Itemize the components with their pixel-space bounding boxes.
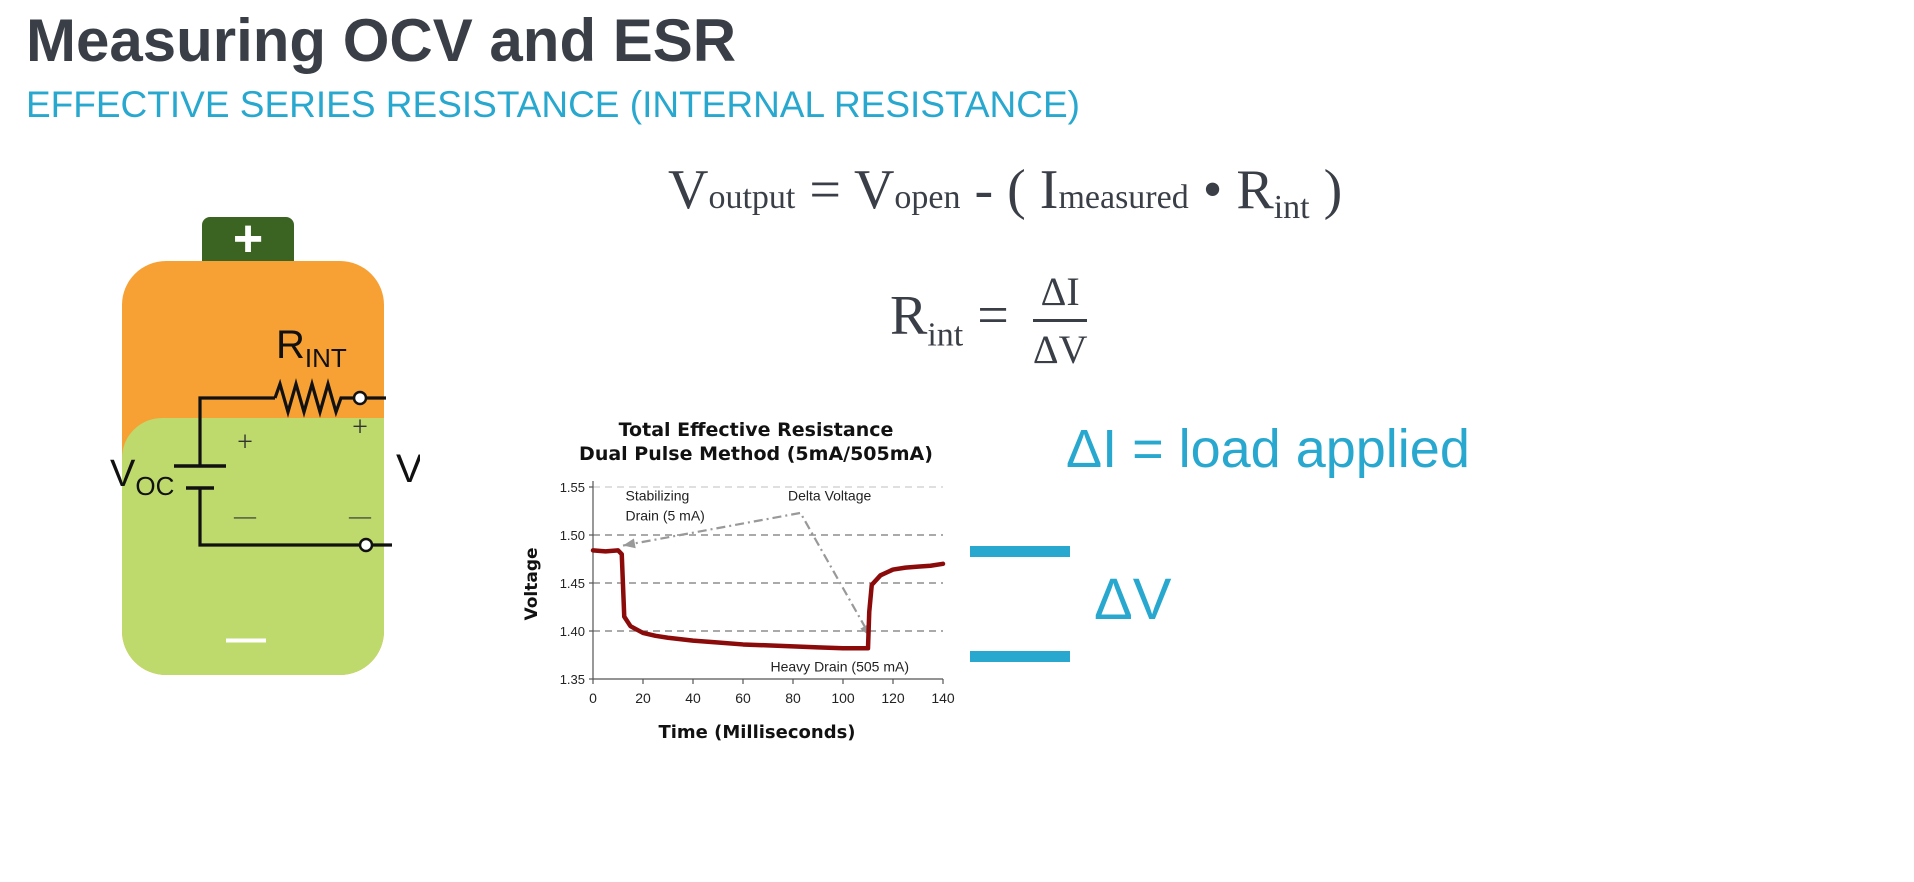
terminal-minus-icon: — <box>348 503 372 528</box>
cell-plus-icon: + <box>237 427 253 458</box>
chart-x-tick-label: 0 <box>589 690 597 706</box>
chart-x-tick-label: 120 <box>881 690 905 706</box>
delta-v-lower-bar <box>970 651 1070 662</box>
terminal-plus-icon: + <box>352 412 368 443</box>
vt-label: VT <box>396 447 420 497</box>
circuit-bottom-wire <box>198 488 360 547</box>
chart-y-tick-label: 1.40 <box>560 624 585 639</box>
chart-y-label: Voltage <box>522 547 542 620</box>
chart-x-tick-label: 20 <box>635 690 651 706</box>
delta-v-annotation: ΔV <box>1094 567 1172 632</box>
chart-annotation: Delta Voltage <box>788 487 871 503</box>
negative-terminal-icon <box>358 537 374 553</box>
positive-terminal-icon <box>352 390 368 406</box>
battery-minus-icon: — <box>226 616 266 660</box>
chart-x-label: Time (Milliseconds) <box>658 722 855 743</box>
chart-y-tick-label: 1.35 <box>560 672 585 687</box>
resistor-icon <box>273 378 354 418</box>
chart-annotation: Heavy Drain (505 mA) <box>771 658 910 674</box>
arrowhead-left-icon <box>623 538 636 549</box>
chart-title: Total Effective Resistance <box>619 419 894 441</box>
delta-i-annotation: ΔI = load applied <box>1066 419 1470 479</box>
chart-x-ticks: 0 20 40 60 80 100 120 140 <box>589 679 955 706</box>
chart-x-tick-label: 40 <box>685 690 701 706</box>
chart-x-tick-label: 60 <box>735 690 751 706</box>
arrowhead-right-icon <box>860 623 871 637</box>
battery-bottom-half <box>122 418 384 675</box>
chart-x-tick-label: 140 <box>931 690 955 706</box>
battery-diagram: + — RINT VOC VT + — + — <box>110 210 420 675</box>
chart-series <box>590 548 946 651</box>
delta-v-upper-bar <box>970 546 1070 557</box>
chart-grid <box>593 486 943 632</box>
voc-label: VOC <box>110 453 174 501</box>
chart-y-tick-label: 1.50 <box>560 528 585 543</box>
chart-annotation: Stabilizing <box>626 487 690 503</box>
chart-series-line <box>590 548 946 651</box>
page-title: Measuring OCV and ESR <box>26 7 737 74</box>
page-subtitle: EFFECTIVE SERIES RESISTANCE (INTERNAL RE… <box>26 84 1080 125</box>
battery-cap-base <box>202 240 294 263</box>
chart-annotation: Drain (5 mA) <box>626 508 705 524</box>
cell-minus-icon: — <box>233 503 257 528</box>
delta-voltage-arrow <box>622 511 872 638</box>
chart-y-ticks: 1.35 1.40 1.45 1.50 1.55 <box>560 480 593 687</box>
chart-y-tick-label: 1.55 <box>560 480 585 495</box>
chart-x-tick-label: 100 <box>831 690 855 706</box>
chart-x-tick-label: 80 <box>785 690 801 706</box>
chart-y-tick-label: 1.45 <box>560 576 585 591</box>
chart-subtitle: Dual Pulse Method (5mA/505mA) <box>579 443 933 465</box>
output-voltage-equation: Voutput = Vopen - ( Imeasured • Rint ) <box>668 159 1343 226</box>
battery-plus-icon: + <box>233 210 263 268</box>
rint-label: RINT <box>276 323 347 373</box>
chart-arrows <box>622 511 872 638</box>
circuit-top-wire <box>198 396 275 466</box>
